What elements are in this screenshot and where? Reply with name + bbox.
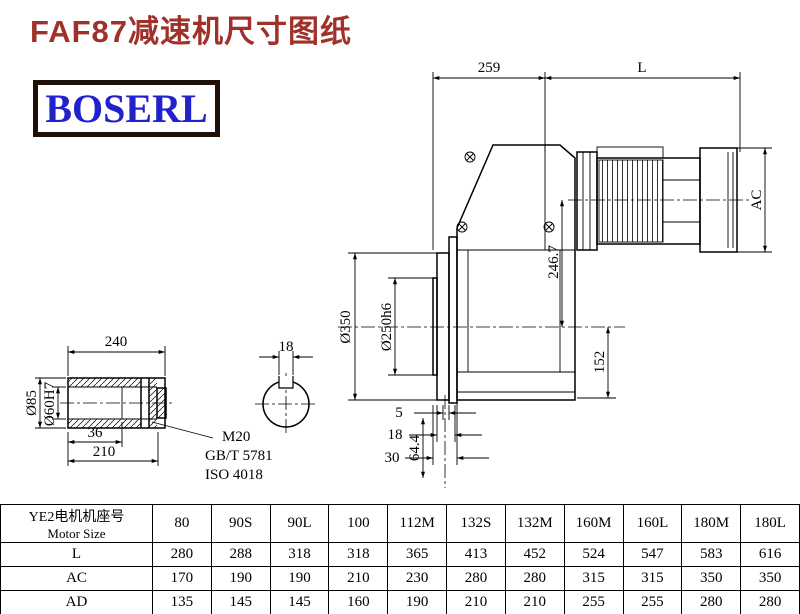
dim-AC: AC [749, 190, 765, 211]
boserl-logo: BOSERL [33, 80, 220, 137]
table-cell: 255 [622, 590, 683, 614]
table-cell: 318 [328, 542, 389, 567]
dim-30: 30 [385, 450, 400, 466]
motor-winding-hatch [598, 159, 664, 243]
dim-flange-od-350: Ø350 [338, 310, 354, 343]
dim-5: 5 [395, 405, 403, 421]
col-header-132M: 132M [504, 504, 565, 543]
table-cell: 365 [387, 542, 448, 567]
table-cell: 280 [446, 566, 506, 591]
table-cell: 145 [269, 590, 330, 614]
dimension-labels: 259 L AC Ø350 Ø250h6 246.7 152 240 Ø85 Ø… [24, 60, 765, 483]
table-cell: 160 [328, 590, 389, 614]
shaft-detail [67, 377, 214, 439]
col-header-180M: 180M [681, 504, 742, 543]
motor-size-header-cn: YE2电机机座号 [28, 509, 125, 525]
col-header-160M: 160M [563, 504, 624, 543]
dimension-lines [37, 75, 768, 478]
dim-210: 210 [93, 444, 116, 460]
label-gb-5781: GB/T 5781 [205, 448, 273, 464]
label-m20: M20 [222, 429, 250, 445]
bolt-mark [464, 151, 476, 163]
table-cell: 210 [328, 566, 389, 591]
col-header-180L: 180L [740, 504, 800, 543]
dim-64-4: 64.4 [407, 434, 423, 461]
table-cell: 210 [446, 590, 506, 614]
table-cell: 350 [740, 566, 800, 591]
table-cell: 190 [210, 566, 271, 591]
table-cell: 315 [563, 566, 624, 591]
col-header-90L: 90L [269, 504, 330, 543]
table-cell: 190 [387, 590, 448, 614]
table-cell: 288 [210, 542, 271, 567]
keyway-slot [278, 376, 294, 389]
dim-face-18: 18 [388, 427, 403, 443]
label-iso-4018: ISO 4018 [205, 467, 263, 483]
dimension-drawing: 259 L AC Ø350 Ø250h6 246.7 152 240 Ø85 Ø… [24, 60, 772, 488]
table-cell: 135 [152, 590, 212, 614]
table-cell: 583 [681, 542, 742, 567]
gearbox-housing [432, 144, 576, 404]
dim-60h7: Ø60H7 [42, 381, 58, 426]
table-cell: 547 [622, 542, 683, 567]
table-cell: 280 [152, 542, 212, 567]
row-label-AC: AC [0, 566, 153, 591]
row-label-L: L [0, 542, 153, 567]
table-cell: 524 [563, 542, 624, 567]
table-cell: 230 [387, 566, 448, 591]
table-cell: 170 [152, 566, 212, 591]
table-cell: 616 [740, 542, 800, 567]
row-label-AD: AD [0, 590, 153, 614]
col-header-80: 80 [152, 504, 212, 543]
motor-size-header-en: Motor Size [47, 525, 106, 541]
table-cell: 280 [681, 590, 742, 614]
dim-spigot-250h6: Ø250h6 [379, 302, 395, 351]
table-cell: 280 [504, 566, 565, 591]
bolt-mark [456, 221, 468, 233]
table-cell: 145 [210, 590, 271, 614]
col-header-160L: 160L [622, 504, 683, 543]
dim-keyway-18: 18 [279, 339, 294, 355]
table-cell: 315 [622, 566, 683, 591]
col-header-100: 100 [328, 504, 389, 543]
centerlines [60, 199, 752, 488]
logo-text: BOSERL [45, 85, 208, 131]
bolt-mark [543, 221, 555, 233]
col-header-112M: 112M [387, 504, 448, 543]
table-cell: 350 [681, 566, 742, 591]
dim-259: 259 [478, 60, 501, 76]
dim-motor-length-L: L [637, 60, 646, 76]
motor [576, 146, 738, 253]
col-header-90S: 90S [210, 504, 271, 543]
table-cell: 280 [740, 590, 800, 614]
table-cell: 413 [446, 542, 506, 567]
table-cell: 452 [504, 542, 565, 567]
dim-85: Ø85 [24, 390, 40, 416]
table-cell: 255 [563, 590, 624, 614]
dim-240: 240 [105, 334, 128, 350]
table-cell: 210 [504, 590, 565, 614]
page-title: FAF87减速机尺寸图纸 [30, 14, 353, 49]
dim-246-7: 246.7 [546, 245, 562, 279]
dim-152: 152 [592, 351, 608, 374]
shaft-cross-section [262, 376, 310, 428]
col-header-132S: 132S [446, 504, 506, 543]
table-cell: 190 [269, 566, 330, 591]
table-cell: 318 [269, 542, 330, 567]
dim-36: 36 [88, 425, 104, 441]
extension-lines [35, 72, 772, 466]
